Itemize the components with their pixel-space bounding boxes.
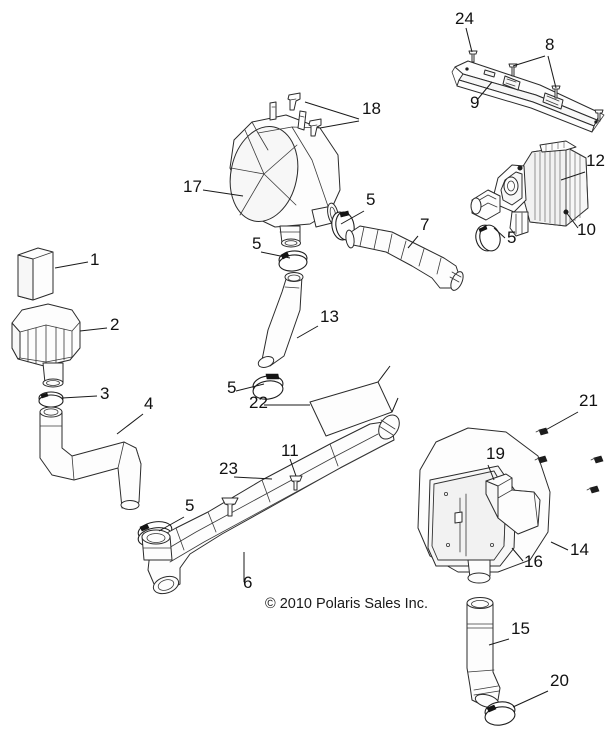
callout-number-11: 11 <box>281 441 299 460</box>
part-5-hose-clamp-turbo <box>475 224 501 252</box>
callout-number-12: 12 <box>586 151 605 170</box>
leader-line-5 <box>493 227 506 239</box>
part-24-bracket-screw <box>468 50 478 63</box>
part-23-push-pin-fastener <box>221 497 239 517</box>
part-3-hose-clamp-small <box>38 391 64 408</box>
leader-line-12 <box>560 171 586 181</box>
callout-number-8: 8 <box>545 35 554 54</box>
leader-line-10 <box>565 211 579 229</box>
copyright-notice: © 2010 Polaris Sales Inc. <box>265 596 428 612</box>
leader-line-11 <box>289 458 297 477</box>
part-6-main-intake-duct <box>141 414 400 595</box>
callout-number-13: 13 <box>320 307 339 326</box>
part-9-support-bracket <box>451 60 605 133</box>
leader-line-16 <box>511 547 524 562</box>
callout-number-7: 7 <box>420 215 429 234</box>
leader-line-15 <box>488 638 510 646</box>
part-21-screw-set <box>534 427 604 494</box>
callout-number-19: 19 <box>486 444 505 463</box>
part-5-hose-clamp-d <box>252 373 284 400</box>
leader-line-24 <box>465 27 473 53</box>
callout-number-10: 10 <box>577 220 596 239</box>
leader-line-21 <box>541 411 579 433</box>
leader-line-9 <box>476 81 493 101</box>
callout-number-5: 5 <box>252 234 261 253</box>
part-15-outlet-tube <box>466 597 501 709</box>
callout-number-2: 2 <box>110 315 119 334</box>
leader-line-8 <box>512 55 546 67</box>
leader-line-1 <box>54 261 89 269</box>
callout-number-5: 5 <box>227 378 236 397</box>
part-1-filter-element-block <box>17 247 54 301</box>
part-17-air-cleaner-box <box>229 101 341 248</box>
callout-number-21: 21 <box>579 391 598 410</box>
leader-line-5 <box>158 516 185 532</box>
part-8-mounting-screws <box>508 63 604 122</box>
leader-line-13 <box>296 325 319 339</box>
leader-line-23 <box>233 476 273 480</box>
callout-number-4: 4 <box>144 394 153 413</box>
part-2-airbox-cover <box>11 303 81 388</box>
part-11-retainer-screw <box>289 475 303 491</box>
callout-number-9: 9 <box>470 93 479 112</box>
leader-line-5 <box>235 383 265 392</box>
callout-number-17: 17 <box>183 177 202 196</box>
callout-number-24: 24 <box>455 9 474 28</box>
callout-number-5: 5 <box>366 190 375 209</box>
leader-line-18 <box>304 101 360 120</box>
leader-line-5 <box>260 251 291 259</box>
callout-number-1: 1 <box>90 250 99 269</box>
callout-leader-lines <box>54 27 586 708</box>
part-20-hose-clamp-outlet <box>484 701 516 726</box>
part-19-resonator-block <box>485 473 541 535</box>
callout-number-14: 14 <box>570 540 589 559</box>
leader-line-7 <box>407 235 419 249</box>
callout-number-5: 5 <box>185 496 194 515</box>
leader-line-2 <box>79 327 108 332</box>
part-4-intake-duct-elbow <box>39 406 142 510</box>
callout-number-6: 6 <box>243 573 252 592</box>
leader-line-5 <box>340 210 365 225</box>
leader-line-18 <box>319 120 360 129</box>
leader-line-17 <box>202 189 244 197</box>
part-5-hose-clamp-a <box>331 210 355 241</box>
part-13-intake-tube <box>257 272 304 368</box>
leader-line-14 <box>550 541 569 551</box>
callout-number-15: 15 <box>511 619 530 638</box>
leader-line-19 <box>487 464 495 481</box>
callout-number-18: 18 <box>362 99 381 118</box>
part-12-turbocharger-assembly <box>470 140 589 237</box>
leader-line-3 <box>61 395 98 399</box>
leader-line-20 <box>512 690 549 708</box>
part-18-push-rivets <box>287 92 322 137</box>
callout-number-23: 23 <box>219 459 238 478</box>
callout-number-22: 22 <box>249 393 268 412</box>
callout-number-20: 20 <box>550 671 569 690</box>
callout-number-16: 16 <box>524 552 543 571</box>
leader-line-8 <box>547 55 557 89</box>
part-5-hose-clamp-b <box>278 250 308 272</box>
callout-number-5: 5 <box>507 228 516 247</box>
part-7-turbo-hose <box>345 225 464 291</box>
part-22-heat-shield-panel <box>309 365 399 437</box>
leader-line-4 <box>116 413 144 435</box>
callout-number-3: 3 <box>100 384 109 403</box>
